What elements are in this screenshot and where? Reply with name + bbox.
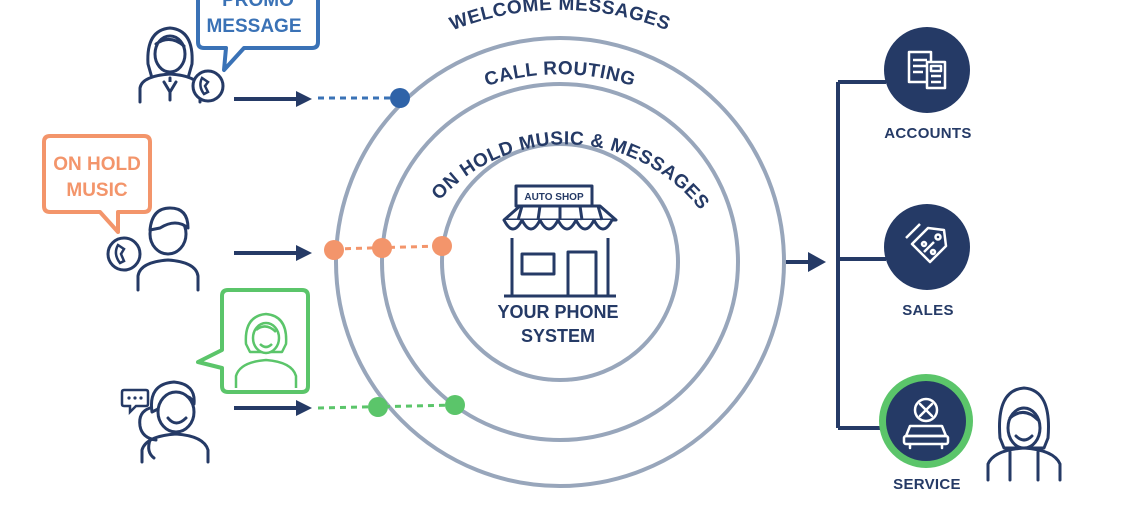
phone-icon [191, 69, 225, 103]
agent-avatar [234, 312, 298, 388]
arrow-connected [234, 400, 312, 416]
node-promo [390, 88, 410, 108]
department-label-service: SERVICE [893, 476, 961, 493]
hold-bubble-line1: ON HOLD [53, 154, 141, 175]
phone-icon [106, 236, 142, 272]
routing-lines [786, 80, 886, 430]
hold-bubble: ON HOLD MUSIC [42, 134, 152, 234]
arrow-promo [234, 91, 312, 107]
department-label-sales: SALES [902, 302, 954, 319]
middle-ring [380, 82, 740, 442]
node-hold-inner [432, 236, 452, 256]
department-accounts: ACCOUNTS [884, 27, 971, 142]
center-label-line2: SYSTEM [521, 326, 595, 346]
department-service: SERVICE [879, 374, 973, 493]
service-agent [986, 386, 1062, 482]
caller-connected [138, 380, 210, 464]
output-arrowhead [808, 252, 826, 272]
node-connected-middle [445, 395, 465, 415]
store-sign: AUTO SHOP [524, 192, 584, 203]
department-label-accounts: ACCOUNTS [884, 125, 971, 142]
chat-icon [120, 388, 150, 416]
department-sales: SALES [884, 204, 970, 319]
rings [334, 36, 786, 488]
store-icon [502, 184, 618, 298]
ring-label-welcome: WELCOME MESSAGES [447, 0, 673, 35]
promo-bubble-line1: PROMO [222, 0, 294, 11]
center-label-line1: YOUR PHONE [497, 302, 618, 322]
caller-promo [138, 26, 202, 104]
node-hold-outer [324, 240, 344, 260]
node-hold-middle [372, 238, 392, 258]
arrow-hold [234, 245, 312, 261]
hold-bubble-line2: MUSIC [66, 180, 128, 201]
price-tag-icon [905, 223, 948, 264]
connector-hold [333, 244, 443, 251]
connected-bubble [196, 288, 310, 394]
promo-bubble: PROMO MESSAGE [196, 0, 320, 72]
caller-hold [136, 206, 200, 292]
promo-bubble-line2: MESSAGE [206, 16, 301, 37]
invoice-calculator-icon [907, 50, 947, 90]
car-repair-icon [902, 397, 950, 450]
outer-ring [334, 36, 786, 488]
node-connected-outer [368, 397, 388, 417]
inner-ring [440, 142, 680, 382]
